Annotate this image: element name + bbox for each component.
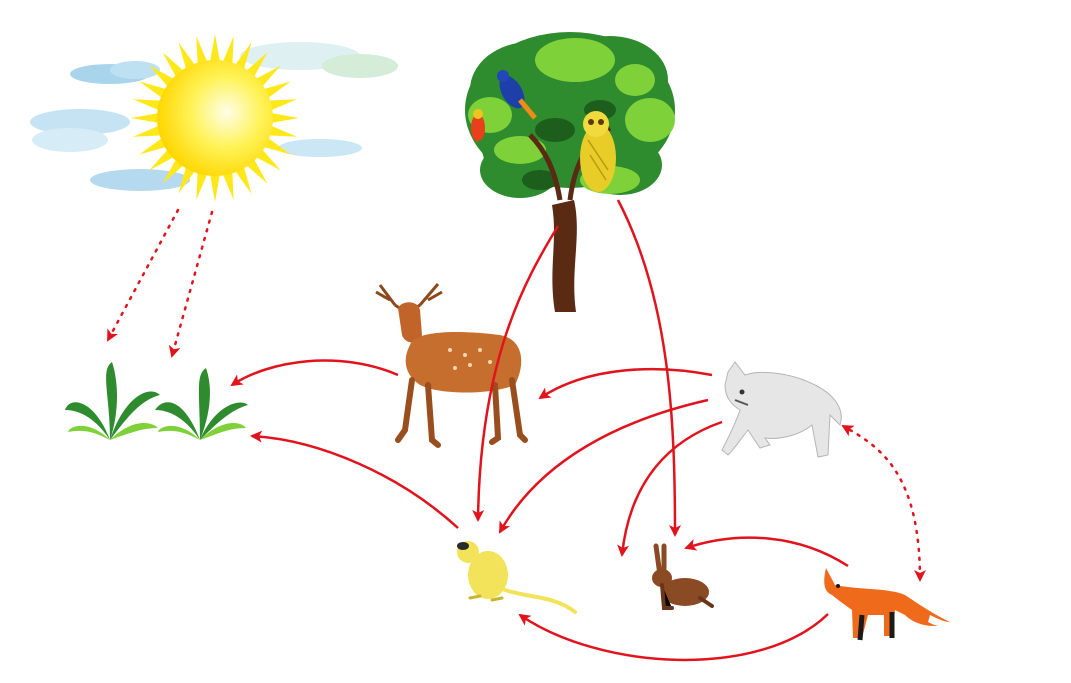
- sun-ray: [139, 137, 167, 155]
- sun-ray: [162, 52, 185, 78]
- feeding-arrows: [230, 199, 849, 662]
- sun-ray: [222, 171, 234, 200]
- sun-ray: [255, 65, 281, 88]
- sun-ray: [196, 36, 208, 65]
- sun-ray: [234, 42, 252, 70]
- sun-ray: [268, 125, 297, 137]
- competition-arrow: [841, 425, 926, 582]
- sun-ray: [178, 166, 196, 194]
- sun-ray: [196, 171, 208, 200]
- deer-icon: [375, 283, 528, 448]
- sun-ray: [245, 52, 268, 78]
- sun-icon: [131, 34, 299, 202]
- sun-ray: [131, 112, 160, 124]
- fox-icon: [824, 568, 950, 641]
- sun-ray: [178, 42, 196, 70]
- sun-ray: [270, 112, 299, 124]
- sun-ray: [133, 99, 162, 111]
- cloud-icon: [30, 42, 398, 191]
- sun-ray: [149, 65, 175, 88]
- sun-ray: [209, 173, 221, 202]
- hare-icon: [652, 543, 714, 610]
- tree-icon: [465, 32, 675, 312]
- plant-icon: [65, 362, 248, 440]
- wolf-icon: [721, 361, 842, 458]
- sun-ray: [263, 137, 291, 155]
- sun-ray: [133, 125, 162, 137]
- energy-arrows: [106, 208, 214, 358]
- sun-ray: [139, 81, 167, 99]
- sun-ray: [245, 158, 268, 184]
- bird-icon: [471, 70, 537, 161]
- sun-ray: [149, 148, 175, 171]
- sun-ray: [255, 148, 281, 171]
- sun-ray: [209, 34, 221, 63]
- mouse-icon: [457, 541, 577, 614]
- sun-ray: [162, 158, 185, 184]
- sun-ray: [263, 81, 291, 99]
- sun-ray: [268, 99, 297, 111]
- sun-ray: [234, 166, 252, 194]
- sun-ray: [222, 36, 234, 65]
- owl-icon: [580, 111, 616, 192]
